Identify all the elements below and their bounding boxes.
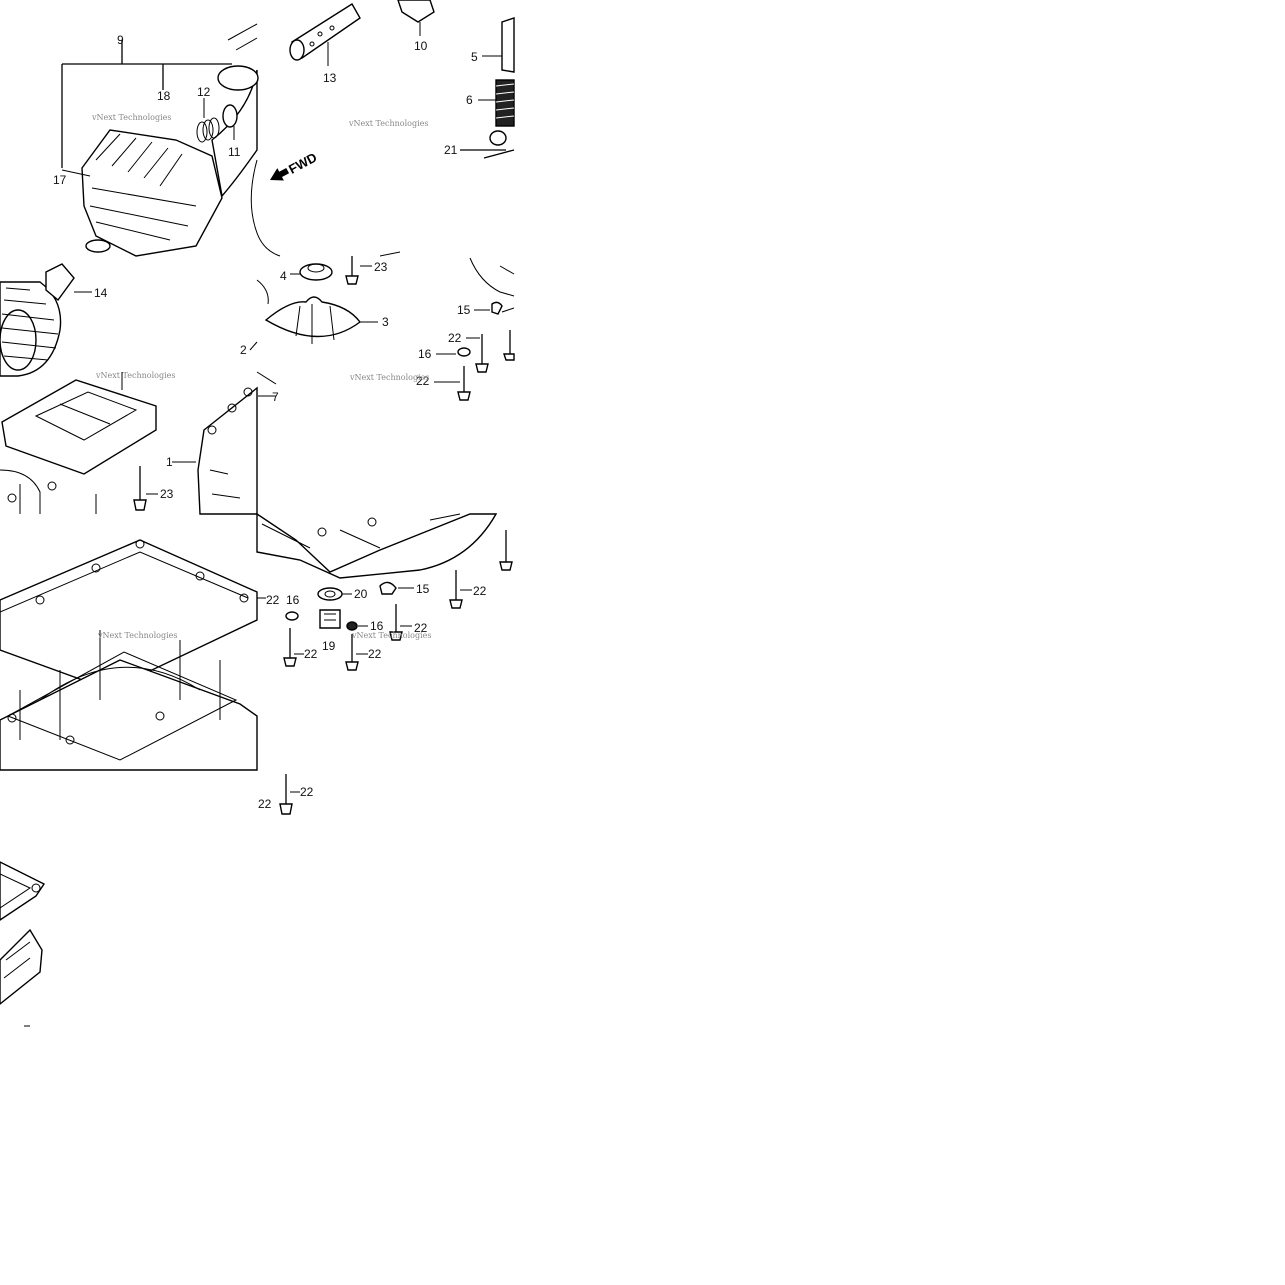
sump-cover-tile: 4 23 3 2 7 15 22 16 22 vNext Technologie… bbox=[240, 256, 515, 491]
label-15: 15 bbox=[457, 303, 471, 317]
label-20: 20 bbox=[354, 587, 368, 601]
label-12: 12 bbox=[197, 85, 211, 99]
bolt-23 bbox=[133, 466, 158, 511]
label-22: 22 bbox=[300, 785, 314, 799]
label-18: 18 bbox=[157, 89, 171, 103]
label-22: 22 bbox=[258, 797, 272, 811]
watermark: vNext Technologies bbox=[348, 119, 428, 128]
label-11: 11 bbox=[228, 145, 241, 159]
drain-plug-tile: 20 19 15 16 16 22 22 22 22 vNext Technol… bbox=[256, 512, 513, 671]
relief-valve-tile: FWD 13 10 5 6 21 vNext Technologies bbox=[250, 0, 515, 257]
washer-20 bbox=[317, 587, 343, 601]
spring-6 bbox=[495, 79, 515, 127]
spring-12 bbox=[196, 117, 220, 143]
label-19: 19 bbox=[322, 639, 336, 653]
pan-corner-tile bbox=[0, 861, 46, 1027]
label-7: 7 bbox=[272, 390, 279, 404]
label-22: 22 bbox=[473, 584, 487, 598]
bolt-tile: 22 22 bbox=[258, 774, 314, 815]
label-2: 2 bbox=[240, 343, 247, 357]
watermark: vNext Technologies bbox=[351, 631, 431, 640]
fwd-label: FWD bbox=[286, 150, 319, 177]
label-3: 3 bbox=[382, 315, 389, 329]
filter-strainer-tile: 14 23 vNext Technologies bbox=[0, 263, 175, 514]
label-22: 22 bbox=[266, 593, 280, 607]
label-21: 21 bbox=[444, 143, 458, 157]
label-22: 22 bbox=[416, 374, 430, 388]
label-13: 13 bbox=[323, 71, 337, 85]
label-22: 22 bbox=[414, 621, 428, 635]
label-16: 16 bbox=[370, 619, 384, 633]
label-22: 22 bbox=[368, 647, 382, 661]
oil-pan-1: 1 bbox=[166, 386, 258, 515]
o-ring-11 bbox=[222, 104, 238, 128]
label-14: 14 bbox=[94, 286, 108, 300]
label-16: 16 bbox=[418, 347, 432, 361]
label-6: 6 bbox=[466, 93, 473, 107]
label-4: 4 bbox=[280, 269, 287, 283]
watermark: vNext Technologies bbox=[95, 371, 175, 380]
label-5: 5 bbox=[471, 50, 478, 64]
label-23: 23 bbox=[374, 260, 388, 274]
oil-filter-assembly-tile: 9 18 12 11 17 vNext Technologies bbox=[53, 23, 259, 257]
label-1: 1 bbox=[166, 455, 173, 469]
label-16: 16 bbox=[286, 593, 300, 607]
watermark: vNext Technologies bbox=[349, 373, 429, 382]
label-22: 22 bbox=[448, 331, 462, 345]
watermark: vNext Technologies bbox=[91, 113, 171, 122]
drain-plug-19 bbox=[319, 609, 341, 629]
label-9: 9 bbox=[117, 33, 124, 47]
watermark: vNext Technologies bbox=[97, 631, 177, 640]
label-10: 10 bbox=[414, 39, 428, 53]
label-15: 15 bbox=[416, 582, 430, 596]
label-22: 22 bbox=[304, 647, 318, 661]
label-17: 17 bbox=[53, 173, 67, 187]
oil-pan-tile: 22 vNext Technologies bbox=[0, 539, 280, 771]
label-23: 23 bbox=[160, 487, 174, 501]
fwd-arrow: FWD bbox=[270, 150, 319, 181]
